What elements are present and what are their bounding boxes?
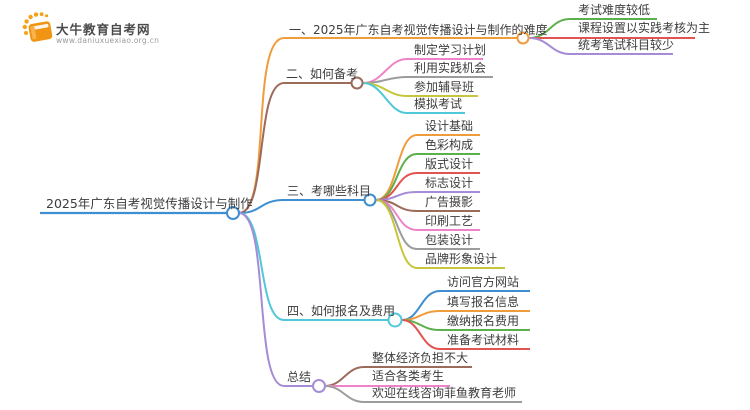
branch-4-collapse-handle[interactable] (387, 312, 403, 328)
branch-2-collapse-handle[interactable] (350, 76, 364, 90)
branch-4-child-3[interactable]: 准备考试材料 (447, 333, 520, 347)
branch-3-child-7-connector (375, 199, 505, 269)
branch-3-child-3[interactable]: 标志设计 (425, 176, 474, 190)
branch-4-child-3-connector (401, 319, 530, 350)
branch-5-topic[interactable]: 总结 (287, 370, 312, 384)
branch-3-child-1[interactable]: 色彩构成 (425, 138, 474, 152)
branch-1-topic[interactable]: 一、2025年广东自考视觉传播设计与制作的难度 (289, 23, 548, 37)
branch-5-connector (238, 212, 313, 387)
branch-2-child-3[interactable]: 模拟考试 (414, 97, 463, 111)
branch-3-topic[interactable]: 三、考哪些科目 (287, 184, 372, 198)
branch-4-child-1[interactable]: 填写报名信息 (447, 295, 520, 309)
branch-5-child-2[interactable]: 欢迎在线咨询菲鱼教育老师 (372, 386, 517, 400)
branch-2-child-1[interactable]: 利用实践机会 (414, 61, 487, 75)
logo-book-icon (22, 12, 53, 42)
branch-1-child-2[interactable]: 统考笔试科目较少 (578, 38, 675, 52)
branch-3-collapse-handle[interactable] (363, 193, 377, 207)
branch-3-child-0[interactable]: 设计基础 (425, 119, 474, 133)
branch-3-child-5[interactable]: 印刷工艺 (425, 214, 474, 228)
branch-5-child-1[interactable]: 适合各类考生 (372, 369, 445, 383)
branch-2-child-0[interactable]: 制定学习计划 (414, 43, 487, 57)
branch-3-connector (238, 199, 364, 214)
branch-5-collapse-handle[interactable] (312, 379, 326, 393)
site-url: www.daniuxuexiao.org.cn (56, 36, 160, 45)
branch-2-connector (238, 82, 351, 214)
branch-2-child-3-connector (362, 82, 465, 114)
site-name: 大牛教育自考网 (56, 22, 151, 37)
branch-3-child-6[interactable]: 包装设计 (425, 233, 474, 247)
branch-2-child-2[interactable]: 参加辅导班 (414, 80, 475, 94)
branch-2-topic[interactable]: 二、如何备考 (286, 67, 359, 81)
branch-3-child-7[interactable]: 品牌形象设计 (425, 252, 498, 266)
branch-1-child-1[interactable]: 课程设置以实践考核为主 (578, 21, 711, 35)
branch-1-collapse-handle[interactable] (516, 31, 530, 45)
site-logo[interactable]: 大牛教育自考网 www.daniuxuexiao.org.cn (22, 12, 252, 52)
branch-1-child-2-connector (528, 37, 673, 55)
root-collapse-handle[interactable] (226, 206, 240, 220)
branch-1-child-0[interactable]: 考试难度较低 (578, 3, 651, 17)
branch-3-child-4[interactable]: 广告摄影 (425, 195, 474, 209)
branch-5-child-2-connector (324, 385, 522, 403)
root-topic[interactable]: 2025年广东自考视觉传播设计与制作 (46, 196, 253, 211)
branch-3-child-2[interactable]: 版式设计 (425, 157, 474, 171)
branch-4-topic[interactable]: 四、如何报名及费用 (287, 304, 396, 318)
branch-4-child-2[interactable]: 缴纳报名费用 (447, 314, 520, 328)
branch-4-child-0[interactable]: 访问官方网站 (447, 275, 520, 289)
branch-5-child-0[interactable]: 整体经济负担不大 (372, 351, 469, 365)
